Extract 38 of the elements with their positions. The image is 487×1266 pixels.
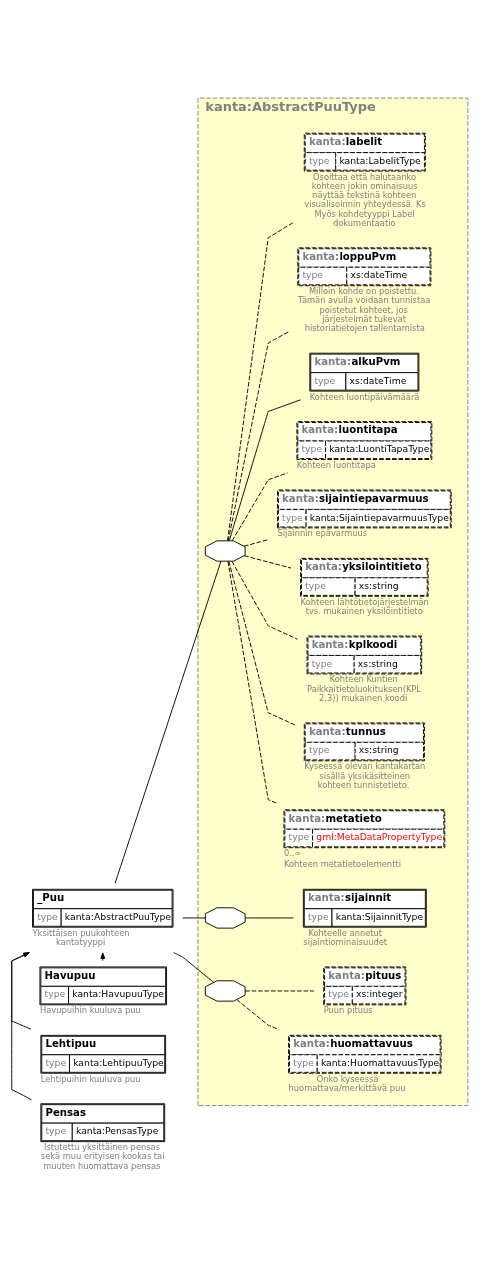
node-octagon — [204, 539, 246, 562]
node-label: Osoittaa että halutaanko kohteen jokin ominaisuus näyttää tekstinä kohteen visualisoinnin yhteydessä. Ks Myös kohdetyyppi Label dokumentaatio — [304, 171, 426, 228]
connector — [231, 471, 288, 541]
connector — [114, 560, 222, 884]
node-label: Milloin kohde on poistettu. Tämän avulla voidaan tunnistaa poistetut kohteet, jos järjestelmät tukevat historiatietojen tallentamista — [297, 285, 431, 333]
connector — [244, 917, 294, 918]
connector — [173, 951, 215, 983]
arrow — [11, 951, 32, 1030]
node-label: Onko kyseessä huomattava/merkittävä puu — [288, 1073, 406, 1093]
node-label: Kyseessä olevan kantakartan sisällä yksikäsitteinen kohteen tunnistetieto. — [304, 760, 426, 790]
node-label: Sijainnin epävarmuus — [277, 527, 368, 538]
node-label: Havupuihin kuuluva puu — [39, 1004, 141, 1015]
connector — [243, 538, 269, 547]
node-label: Istutettu yksittäinen pensas sekä muu erityisen kookas tai muuten huomattava pensas — [40, 1141, 165, 1171]
node-label: Yksittäisen puukohteen kantatyyppi — [32, 927, 130, 947]
connector — [228, 560, 296, 725]
node-label: Puun pituus — [323, 1004, 373, 1015]
node-octagon — [204, 979, 246, 1002]
node-label: Kohteen luontitapa — [296, 459, 376, 470]
connector — [228, 398, 301, 541]
connector — [236, 998, 280, 1030]
node-label: Kohteelle annetut sijaintiominaisuudet — [303, 927, 388, 947]
connector — [227, 560, 279, 804]
arrow — [100, 951, 106, 961]
node-label: Kohteen Kuntien Paikkaitietoluokituksen(KPL 2.3)) mukainen koodi — [307, 673, 421, 703]
node-label: 0..∞ — [283, 847, 302, 858]
connector — [182, 917, 206, 918]
connector — [227, 220, 295, 541]
node-label: Lehtipuihin kuuluva puu — [40, 1073, 141, 1084]
connector — [231, 560, 298, 640]
connector — [227, 330, 289, 541]
node-label: Kohteen luontipäivämäärä — [309, 391, 420, 402]
connector — [244, 990, 315, 991]
node-label: Kohteen lähtötietojärjestelmän tvs. mukainen yksilöintitieto — [300, 596, 429, 616]
connector — [243, 554, 292, 568]
node-label: Kohteen metatietoelementti — [283, 858, 401, 869]
arrow — [11, 951, 32, 1100]
node-octagon — [204, 906, 246, 929]
